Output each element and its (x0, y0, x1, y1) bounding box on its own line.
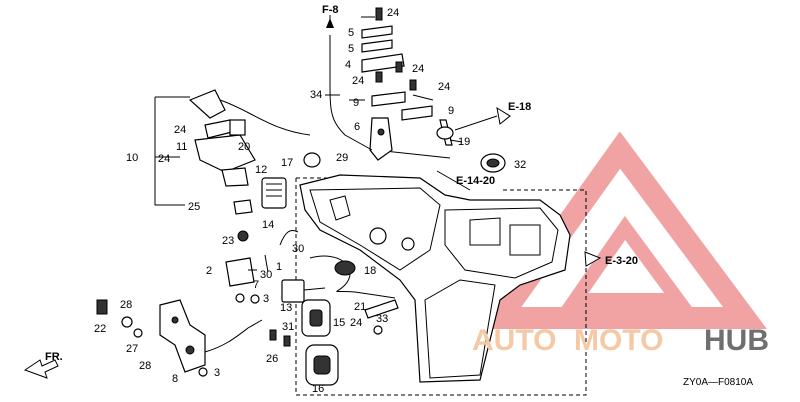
callout-3: 3 (214, 367, 220, 379)
ref-arrow-e18 (454, 106, 511, 131)
callout-24: 24 (438, 81, 450, 93)
callout-33: 33 (376, 313, 388, 325)
callout-8: 8 (172, 373, 178, 385)
diagram-code: ZY0A—F0810A (683, 377, 753, 388)
direction-label: FR. (45, 351, 63, 363)
leader-lines (154, 15, 471, 271)
small-parts-left (96, 294, 291, 377)
callout-22: 22 (94, 323, 106, 335)
tube-34 (329, 35, 373, 151)
callout-12: 12 (255, 164, 267, 176)
lever-8 (159, 299, 206, 373)
callout-18: 18 (364, 265, 376, 277)
bracket-assembly-10 (188, 89, 311, 215)
connector-21 (364, 299, 399, 335)
ref-e18: E-18 (508, 101, 531, 113)
watermark-triangle-inner (561, 215, 692, 307)
harness-18 (309, 255, 396, 299)
callout-3: 3 (263, 293, 269, 305)
callout-15: 15 (333, 317, 345, 329)
callout-30: 30 (292, 243, 304, 255)
grommet-32 (480, 153, 506, 173)
callout-24: 24 (174, 124, 186, 136)
ref-f8: F-8 (322, 4, 339, 16)
watermark-moto: MOTO (574, 324, 663, 357)
callout-11: 11 (176, 141, 187, 153)
callout-30: 30 (260, 269, 272, 281)
callout-24: 24 (352, 75, 364, 87)
callout-10: 10 (126, 152, 138, 164)
watermark-hub: HUB (704, 324, 769, 357)
callout-17: 17 (281, 157, 293, 169)
ref-e320: E-3-20 (605, 255, 638, 267)
under-cover-housing (299, 174, 571, 383)
callout-32: 32 (514, 159, 526, 171)
ref-arrow-f8 (326, 18, 334, 28)
plates-stack (361, 25, 433, 121)
ref-e1420: E-14-20 (456, 175, 495, 187)
callout-28: 28 (139, 360, 151, 372)
callout-2: 2 (206, 265, 212, 277)
callouts: 24 5 5 4 24 24 24 34 9 9 6 19 29 32 24 2… (94, 7, 526, 395)
hose-7 (204, 319, 263, 353)
callout-29: 29 (336, 152, 348, 164)
watermark-text: AUTO MOTO HUB (472, 324, 769, 357)
callout-9: 9 (448, 105, 454, 117)
plug-13 (281, 279, 326, 303)
callout-7: 7 (253, 279, 259, 291)
callout-5: 5 (348, 43, 354, 55)
cover-14 (261, 177, 287, 209)
callout-24: 24 (350, 317, 362, 329)
callout-6: 6 (354, 121, 360, 133)
sensor-2 (225, 230, 255, 303)
callout-19: 19 (458, 136, 470, 148)
bracket-6 (369, 117, 393, 161)
callout-26: 26 (266, 353, 278, 365)
callout-4: 4 (345, 59, 351, 71)
watermark-auto: AUTO (472, 324, 556, 357)
seal-15 (301, 299, 331, 337)
callout-27: 27 (126, 343, 138, 355)
fr-direction-arrow (23, 359, 59, 379)
callout-1: 1 (276, 261, 282, 273)
callout-13: 13 (280, 302, 292, 314)
callout-31: 31 (282, 321, 294, 333)
callout-24: 24 (387, 7, 399, 19)
callout-28: 28 (120, 299, 132, 311)
callout-24: 24 (412, 63, 424, 75)
hose-30 (264, 230, 299, 273)
callout-14: 14 (262, 219, 274, 231)
callout-5: 5 (348, 27, 354, 39)
callout-24: 24 (158, 153, 170, 165)
cap-17 (303, 152, 321, 168)
callout-16: 16 (312, 383, 324, 395)
callout-9: 9 (353, 97, 359, 109)
callout-23: 23 (222, 235, 234, 247)
callout-34: 34 (310, 89, 322, 101)
callout-20: 20 (238, 141, 250, 153)
callout-21: 21 (354, 301, 366, 313)
ref-arrow-e320 (584, 251, 602, 267)
bolts-24-top (375, 7, 417, 91)
seal-16 (305, 344, 339, 386)
callout-25: 25 (188, 201, 200, 213)
housing-outline (295, 177, 587, 396)
